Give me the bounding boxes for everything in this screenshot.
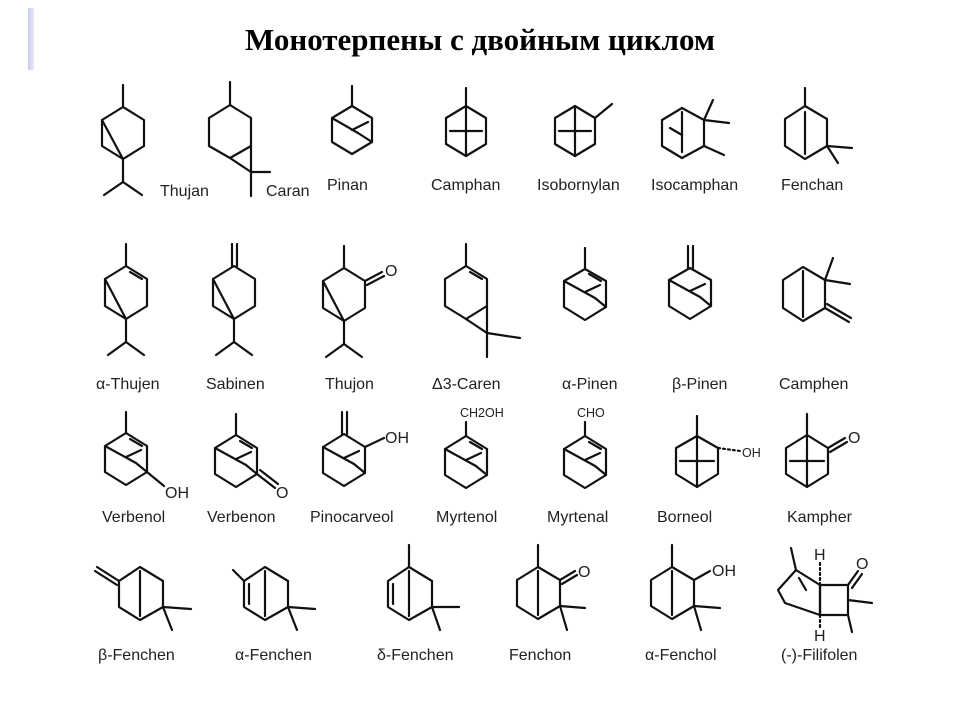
structure-myrtenal xyxy=(562,420,608,490)
atom-myrtenal-cho: CHO xyxy=(577,406,605,420)
atom-fenchon-o: O xyxy=(578,564,590,581)
structure-sabinen xyxy=(211,242,257,357)
structure-delta-fenchen xyxy=(386,543,461,632)
slide-accent-bar xyxy=(28,8,34,70)
structure-caran xyxy=(207,80,272,198)
label-pinan: Pinan xyxy=(327,177,368,194)
structure-verbenol xyxy=(103,410,166,488)
atom-thujon-o: O xyxy=(385,263,397,280)
label-kampher: Kampher xyxy=(787,509,853,526)
atom-pinocarveol-oh: OH xyxy=(385,430,409,447)
label-alpha-fenchol: α-Fenchol xyxy=(645,647,717,664)
structure-camphan xyxy=(444,86,488,158)
atom-filifolen-h-bottom: H xyxy=(814,628,826,645)
structure-thujon xyxy=(321,244,386,359)
structure-alpha-pinen xyxy=(562,246,608,322)
atom-kampher-o: O xyxy=(848,430,860,447)
atom-myrtenol-ch2oh: CH2OH xyxy=(460,406,504,420)
label-myrtenol: Myrtenol xyxy=(436,509,497,526)
structure-camphen xyxy=(781,256,853,324)
label-verbenol: Verbenol xyxy=(102,509,165,526)
atom-verbenol-oh: OH xyxy=(165,485,189,502)
label-myrtenal: Myrtenal xyxy=(547,509,608,526)
structure-pinocarveol xyxy=(321,410,386,488)
label-caran: Caran xyxy=(266,183,310,200)
atom-filifolen-o: O xyxy=(856,556,868,573)
slide-title: Монотерпены с двойным циклом xyxy=(245,22,715,57)
label-filifolen: (-)-Filifolen xyxy=(781,647,857,664)
label-delta-fenchen: δ-Fenchen xyxy=(377,647,454,664)
structure-delta3-caren xyxy=(443,242,522,359)
label-borneol: Borneol xyxy=(657,509,712,526)
label-delta3-caren: Δ3-Caren xyxy=(432,376,501,393)
label-thujan: Thujan xyxy=(160,183,209,200)
structure-isobornylan xyxy=(553,102,614,158)
atom-alpha-fenchol-oh: OH xyxy=(712,563,736,580)
atom-verbenon-o: O xyxy=(276,485,288,502)
label-isobornylan: Isobornylan xyxy=(537,177,620,194)
label-alpha-fenchen: α-Fenchen xyxy=(235,647,312,664)
label-alpha-thujen: α-Thujen xyxy=(96,376,160,393)
structure-fenchan xyxy=(783,86,854,165)
structure-verbenon xyxy=(213,412,280,490)
label-thujon: Thujon xyxy=(325,376,374,393)
label-fenchon: Fenchon xyxy=(509,647,571,664)
structure-alpha-thujen xyxy=(103,242,149,357)
structure-isocamphan xyxy=(660,98,731,160)
structure-beta-pinen xyxy=(667,244,713,321)
structure-fenchon xyxy=(515,543,587,632)
structure-borneol xyxy=(674,414,742,489)
structure-filifolen xyxy=(776,546,874,634)
structure-beta-fenchen xyxy=(93,565,193,632)
label-verbenon: Verbenon xyxy=(207,509,276,526)
structure-kampher xyxy=(784,412,849,489)
label-camphan: Camphan xyxy=(431,177,500,194)
structure-alpha-fenchen xyxy=(231,565,317,632)
label-alpha-pinen: α-Pinen xyxy=(562,376,618,393)
label-beta-fenchen: β-Fenchen xyxy=(98,647,175,664)
label-isocamphan: Isocamphan xyxy=(651,177,738,194)
label-sabinen: Sabinen xyxy=(206,376,265,393)
structure-thujan xyxy=(100,83,146,197)
label-pinocarveol: Pinocarveol xyxy=(310,509,394,526)
atom-borneol-oh: OH xyxy=(742,446,761,460)
label-camphen: Camphen xyxy=(779,376,848,393)
label-beta-pinen: β-Pinen xyxy=(672,376,727,393)
structure-pinan xyxy=(330,84,374,156)
structure-alpha-fenchol xyxy=(649,543,722,632)
structure-myrtenol xyxy=(443,420,489,490)
label-fenchan: Fenchan xyxy=(781,177,843,194)
atom-filifolen-h-top: H xyxy=(814,547,826,564)
